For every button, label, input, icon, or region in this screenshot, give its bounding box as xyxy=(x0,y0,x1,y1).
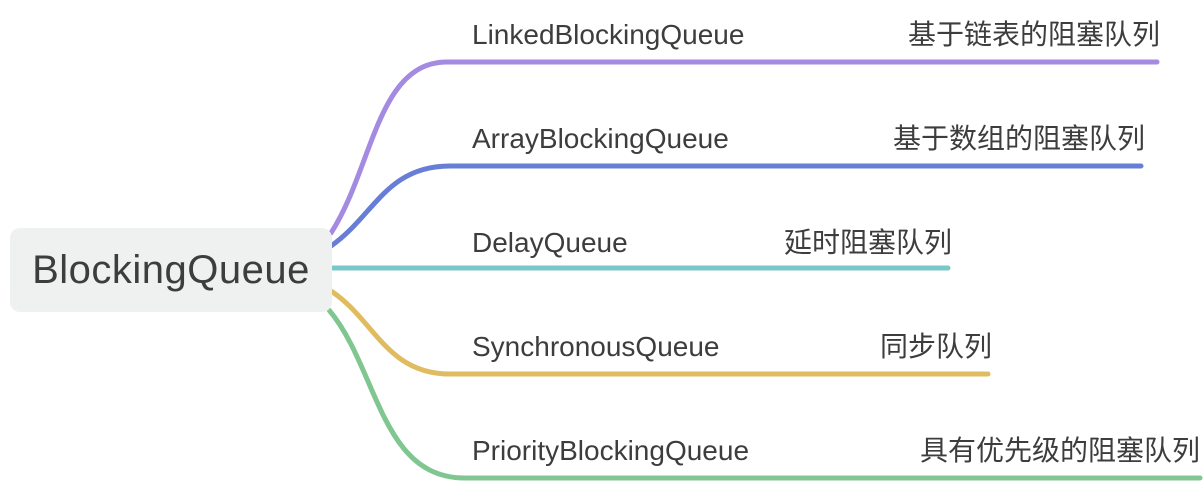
branch-curve-linkedblockingqueue xyxy=(328,59,1160,236)
branch-curve-priorityblockingqueue xyxy=(326,307,1203,481)
branch-node-synchronousqueue[interactable]: SynchronousQueue xyxy=(472,331,720,362)
branch-desc-linkedblockingqueue[interactable]: 基于链表的阻塞队列 xyxy=(907,19,1160,50)
root-node-label: BlockingQueue xyxy=(32,247,310,292)
branch-curve-synchronousqueue xyxy=(328,288,991,377)
branch-curve-arrayblockingqueue xyxy=(328,163,1144,249)
branch-desc-arrayblockingqueue[interactable]: 基于数组的阻塞队列 xyxy=(892,123,1145,154)
root-node-blockingqueue[interactable]: BlockingQueue xyxy=(10,228,332,312)
branch-node-linkedblockingqueue[interactable]: LinkedBlockingQueue xyxy=(472,19,745,50)
branch-desc-priorityblockingqueue[interactable]: 具有优先级的阻塞队列 xyxy=(919,435,1200,466)
branch-desc-delayqueue[interactable]: 延时阻塞队列 xyxy=(783,227,952,258)
branch-node-priorityblockingqueue[interactable]: PriorityBlockingQueue xyxy=(472,435,750,466)
branch-node-delayqueue[interactable]: DelayQueue xyxy=(472,227,628,258)
branch-desc-synchronousqueue[interactable]: 同步队列 xyxy=(879,331,992,362)
branch-node-arrayblockingqueue[interactable]: ArrayBlockingQueue xyxy=(472,123,729,154)
